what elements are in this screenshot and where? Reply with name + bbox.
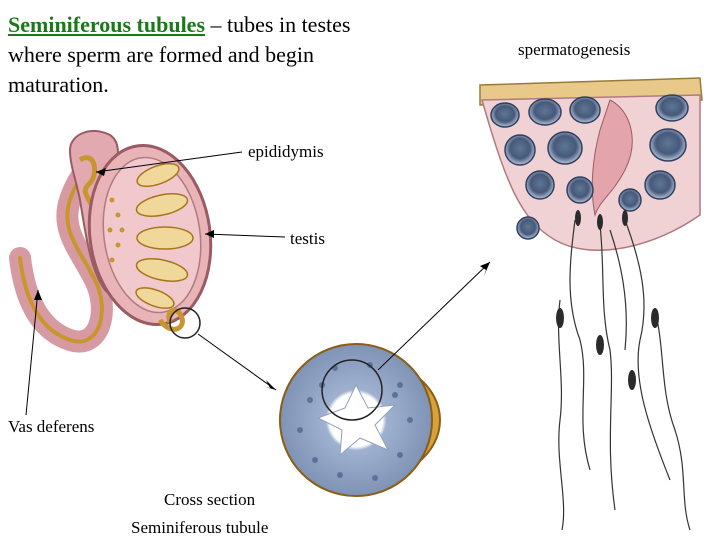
heading-definition: Seminiferous tubules – tubes in testes w… [8,10,408,100]
tubule-highlight-circle [169,307,201,339]
testis-to-cross-arrow [197,333,277,391]
lumen-highlight-circle [321,359,383,421]
vas-deferens-leader [25,289,39,416]
arrowheads [34,168,490,390]
spermatozoa [557,219,691,531]
label-testis: testis [290,229,325,248]
label-spermatogenesis: spermatogenesis [518,40,631,59]
heading-definition-text: – tubes in testes where sperm are formed… [8,12,351,97]
testis-leader [204,233,286,238]
heading-term: Seminiferous tubules [8,12,206,37]
cross-section-illustration [279,343,441,497]
spermatogonia-cells [490,94,689,240]
label-seminiferous-tubule: Seminiferous tubule [131,518,269,537]
epididymis-leader [95,151,243,173]
testis-illustration [9,130,213,353]
leader-lines [25,151,491,416]
testis-lobules [135,162,194,309]
spermatogenesis-illustration [479,77,703,531]
cross-to-spermatogenesis-arrow [377,261,491,371]
label-cross-section: Cross section [164,490,256,509]
label-epididymis: epididymis [248,142,324,161]
label-vas-deferens: Vas deferens [8,417,95,436]
